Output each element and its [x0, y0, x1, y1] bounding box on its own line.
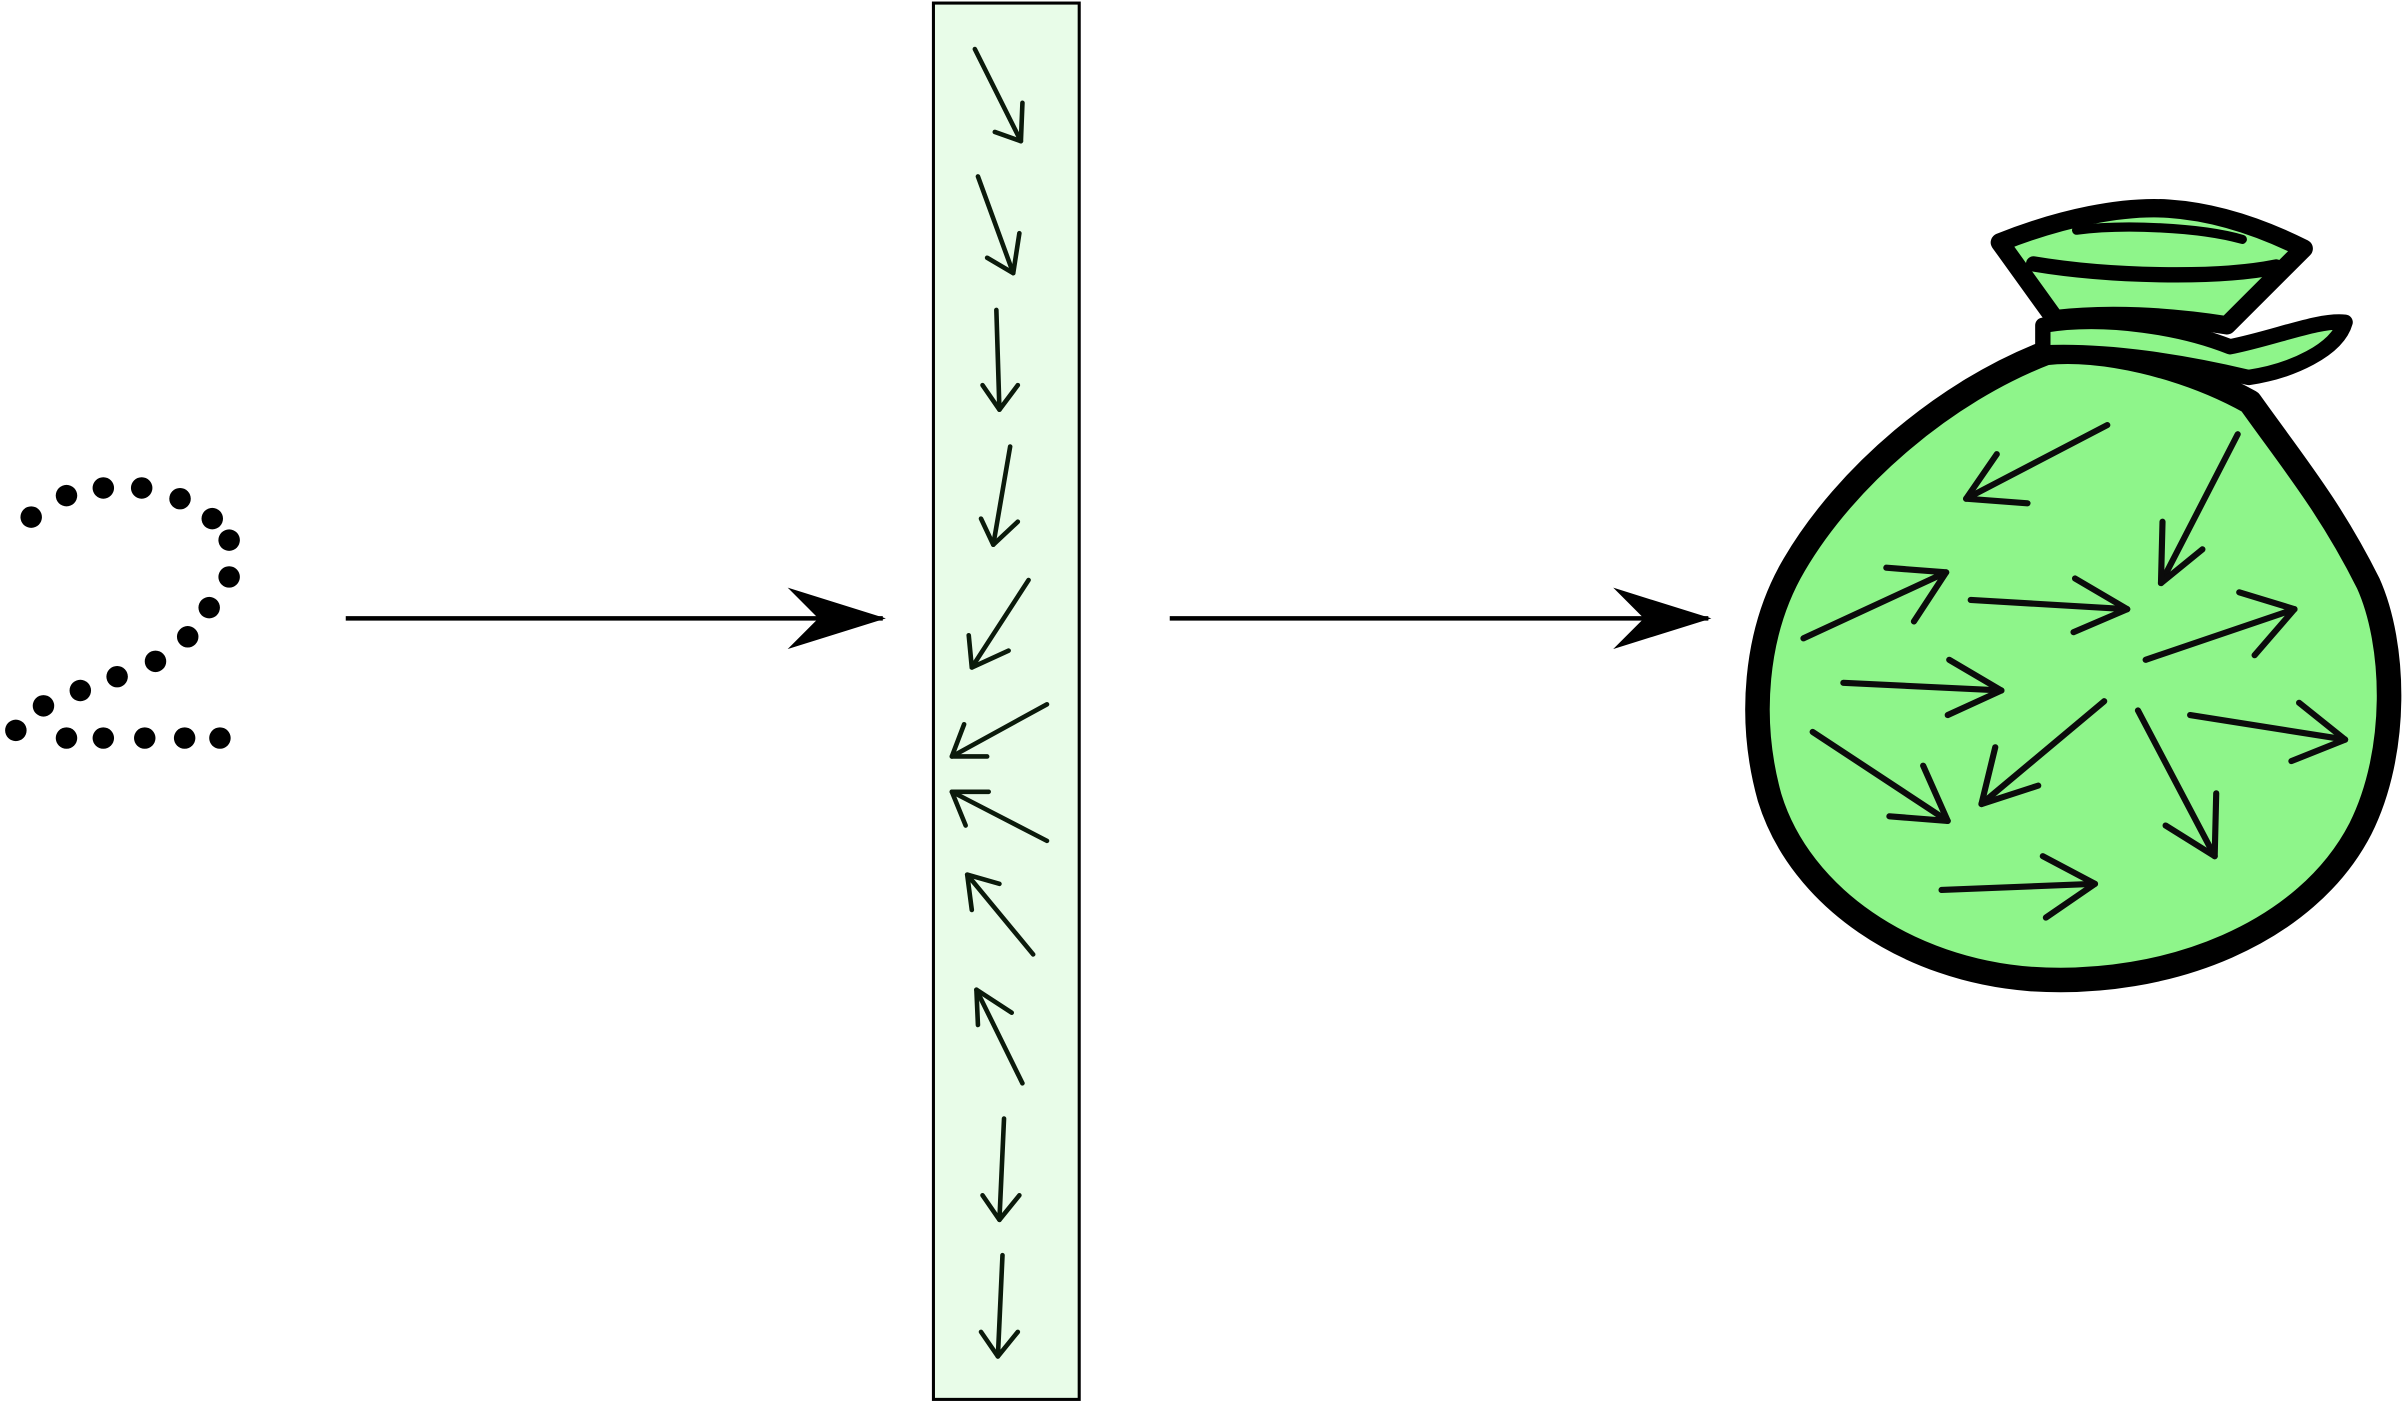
strip-arrows	[949, 46, 1050, 1359]
vector-strip	[931, 1, 1081, 1401]
bag-icon	[1745, 199, 2402, 993]
dotted-curve-icon	[5, 477, 240, 749]
bag-arrows	[1800, 421, 2349, 921]
